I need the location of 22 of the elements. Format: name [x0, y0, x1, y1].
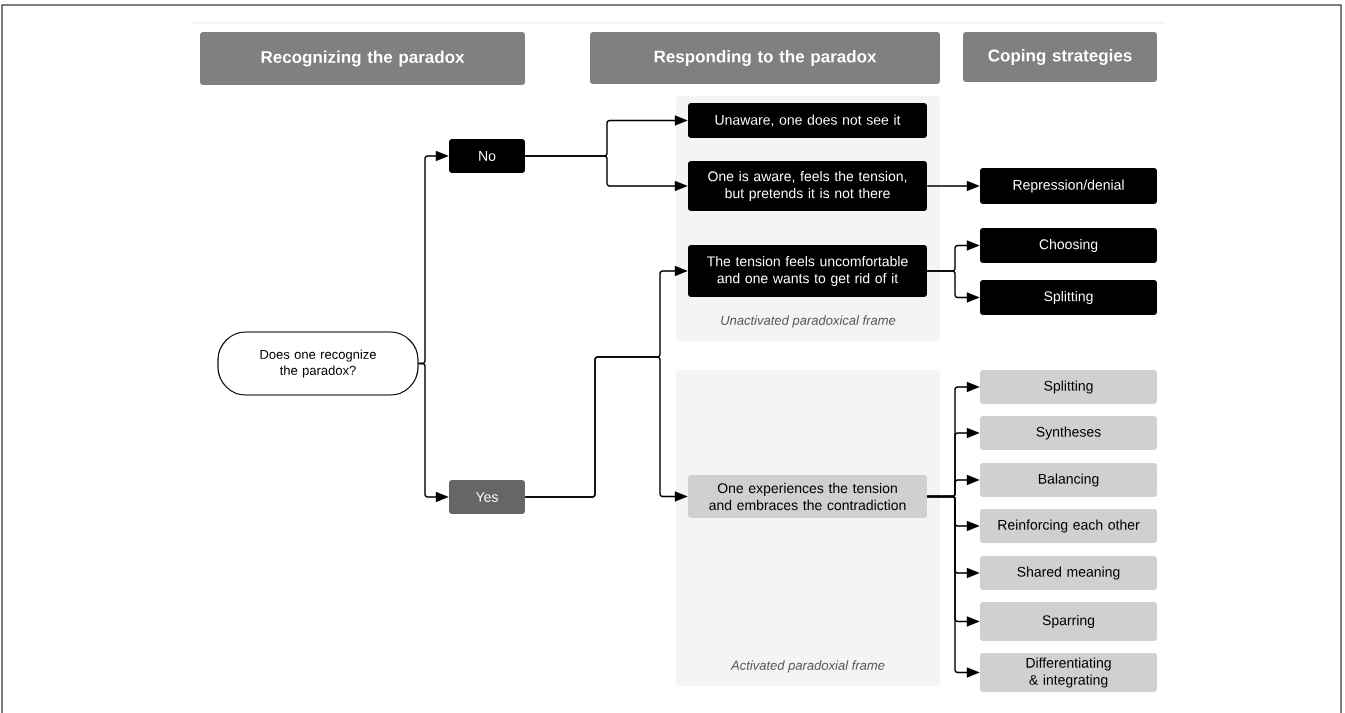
response-box: The tension feels uncomfortable and one wants to get rid of it	[688, 245, 927, 297]
column-header: Coping strategies	[963, 32, 1157, 82]
column-header: Recognizing the paradox	[200, 32, 525, 85]
strategy-box: Balancing	[980, 463, 1157, 497]
strategy-box: Syntheses	[980, 416, 1157, 450]
strategy-box: Differentiating & integrating	[980, 653, 1157, 692]
strategy-box: Choosing	[980, 228, 1157, 263]
strategy-box: Repression/denial	[980, 168, 1157, 204]
frame-caption: Unactivated paradoxical frame	[721, 315, 896, 328]
answer-box: No	[449, 139, 525, 173]
strategy-box: Splitting	[980, 280, 1157, 315]
response-box: Unaware, one does not see it	[688, 103, 927, 138]
strategy-box: Shared meaning	[980, 556, 1157, 590]
response-box: One is aware, feels the tension, but pretends it is not there	[688, 161, 927, 211]
strategy-box: Splitting	[980, 370, 1157, 404]
question-terminal: Does one recognize the paradox?	[217, 331, 419, 396]
strategy-box: Reinforcing each other	[980, 509, 1157, 543]
answer-box: Yes	[449, 480, 525, 514]
column-header: Responding to the paradox	[590, 32, 940, 84]
strategy-box: Sparring	[980, 602, 1157, 641]
frame-caption: Activated paradoxial frame	[730, 660, 885, 673]
response-box: One experiences the tension and embraces the contradiction	[688, 475, 927, 518]
